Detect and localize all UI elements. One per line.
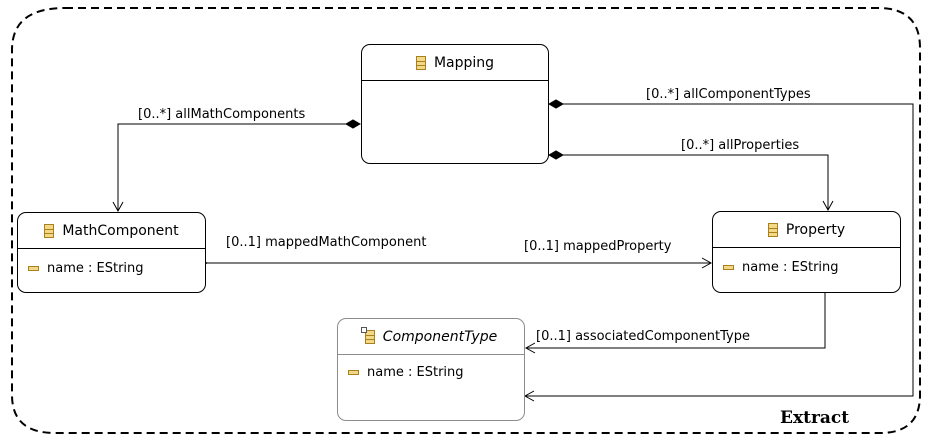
class-name: Mapping	[433, 54, 495, 71]
class-name: MathComponent	[62, 222, 179, 239]
eclass-icon	[44, 223, 55, 238]
abstract-eclass-icon	[360, 326, 375, 344]
eattribute-icon	[28, 265, 39, 271]
class-component-type[interactable]: ComponentType name : EString	[337, 318, 525, 421]
class-name: Property	[785, 221, 846, 238]
label-mapped-math-component: [0..1] mappedMathComponent	[225, 235, 428, 250]
class-name: ComponentType	[382, 328, 498, 345]
class-component-type-header: ComponentType	[338, 319, 524, 355]
class-math-component-header: MathComponent	[18, 213, 205, 249]
attribute-label: name : EString	[742, 259, 839, 275]
edge-all-properties[interactable]	[547, 150, 834, 212]
label-all-component-types: [0..*] allComponentTypes	[645, 87, 812, 102]
attribute-label: name : EString	[47, 260, 144, 276]
attribute-row[interactable]: name : EString	[18, 257, 205, 279]
label-associated-component-type: [0..1] associatedComponentType	[535, 329, 751, 344]
class-math-component[interactable]: MathComponent name : EString	[17, 212, 206, 293]
attribute-row[interactable]: name : EString	[713, 256, 900, 278]
label-mapped-property: [0..1] mappedProperty	[523, 239, 673, 254]
class-property[interactable]: Property name : EString	[712, 211, 901, 293]
attribute-label: name : EString	[367, 364, 464, 380]
edge-all-math-components[interactable]	[112, 119, 362, 213]
label-all-properties: [0..*] allProperties	[680, 138, 801, 153]
class-property-header: Property	[713, 212, 900, 248]
edge-associated-component-type[interactable]	[524, 293, 826, 354]
package-label: Extract	[780, 408, 850, 428]
edge-all-component-types[interactable]	[523, 99, 914, 402]
eclass-icon	[415, 55, 426, 70]
attribute-row[interactable]: name : EString	[338, 361, 524, 383]
label-all-math-components: [0..*] allMathComponents	[137, 107, 307, 122]
class-mapping-header: Mapping	[362, 45, 548, 81]
abstract-marker-icon	[360, 326, 367, 333]
eclass-icon	[767, 222, 778, 237]
eattribute-icon	[723, 264, 734, 270]
eattribute-icon	[348, 369, 359, 375]
class-mapping[interactable]: Mapping	[361, 44, 549, 164]
